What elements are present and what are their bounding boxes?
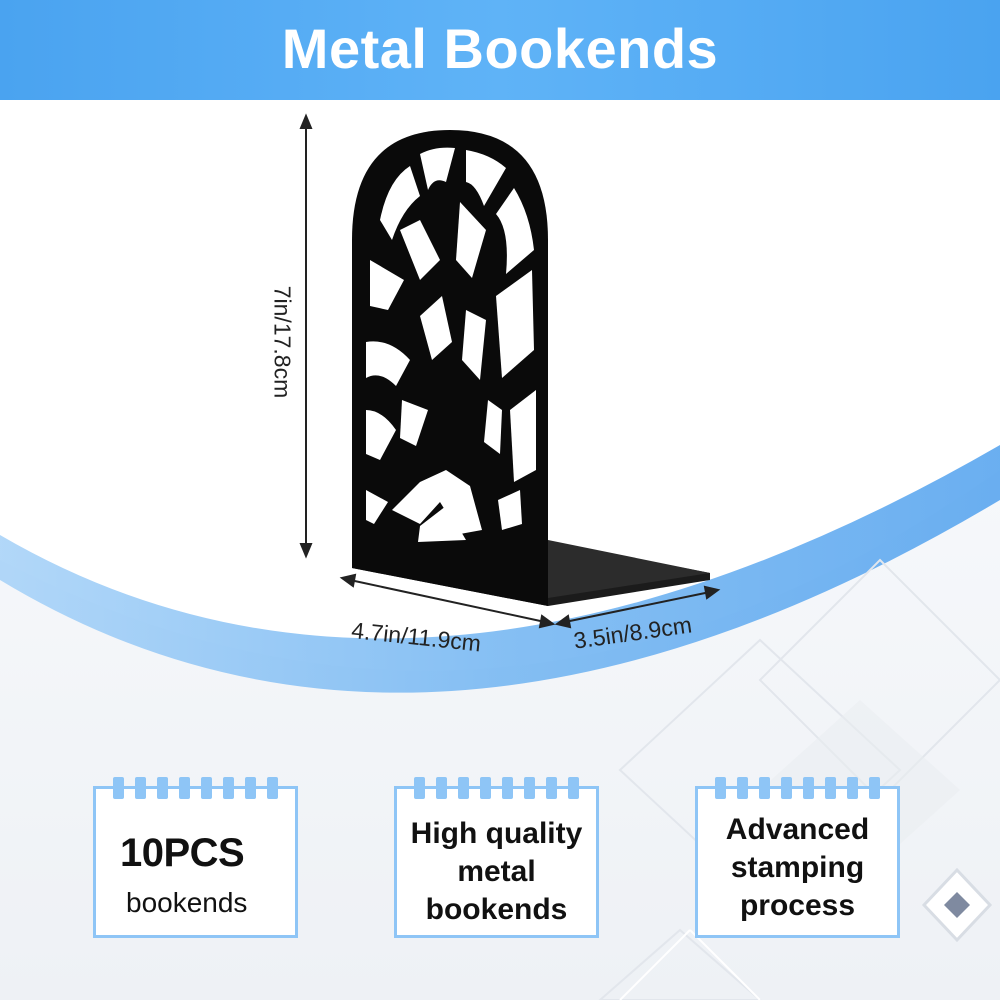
feature-process-line: stamping	[730, 851, 865, 884]
feature-process-line: Advanced	[725, 813, 870, 846]
height-dimension-label: 7in/17.8cm	[269, 285, 296, 399]
feature-card-process: Advanced stamping process	[695, 777, 900, 938]
dimension-arrows	[299, 113, 721, 629]
header-banner: Metal Bookends	[0, 0, 1000, 100]
feature-quality-line: metal	[457, 855, 536, 888]
notebook-rings	[394, 777, 599, 801]
feature-quantity-main: 10PCS	[120, 831, 245, 875]
notebook-rings	[93, 777, 298, 801]
page-title: Metal Bookends	[281, 17, 719, 80]
tree-bookend-icon	[299, 113, 721, 629]
notebook-rings	[695, 777, 900, 801]
feature-quality-line: bookends	[425, 893, 568, 926]
feature-process-line: process	[739, 889, 856, 922]
feature-quality-line: High quality	[410, 817, 583, 850]
feature-card-quantity: 10PCS bookends	[93, 777, 298, 938]
feature-card-quality: High quality metal bookends	[394, 777, 599, 938]
feature-quantity-sub: bookends	[126, 887, 248, 918]
feature-process-text: Advanced stamping process	[698, 811, 897, 925]
feature-quality-text: High quality metal bookends	[397, 815, 596, 929]
